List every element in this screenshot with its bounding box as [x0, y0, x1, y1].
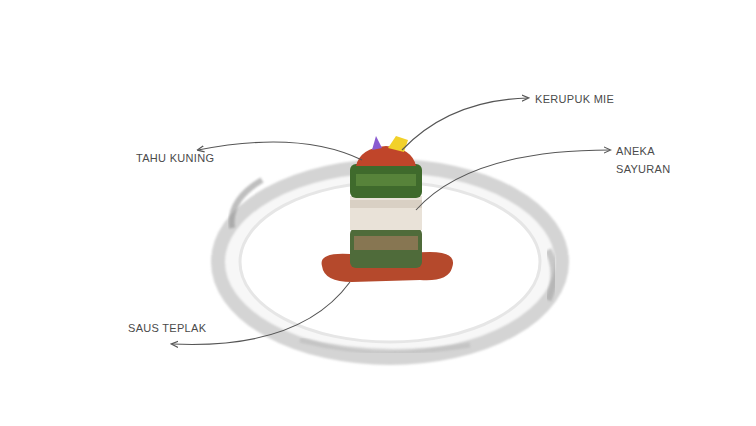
- cracker: [388, 136, 408, 152]
- plate-shadow: [548, 250, 554, 300]
- plate-well: [240, 182, 540, 342]
- flower: [372, 136, 382, 150]
- vegetable-layer: [350, 228, 422, 268]
- leader-line: [416, 150, 610, 210]
- callout-label: SAUS TEPLAK: [128, 320, 238, 338]
- leader-line: [172, 282, 350, 344]
- plate-shadow: [232, 180, 262, 228]
- plate-shadow: [300, 340, 470, 351]
- vegetable-layer: [350, 164, 422, 198]
- leader-lines: [172, 98, 610, 344]
- callout-label: ANEKA SAYURAN: [616, 143, 678, 178]
- callout-label: TAHU KUNING: [136, 150, 246, 168]
- sauce-top: [356, 146, 416, 166]
- vegetable-layer: [356, 174, 416, 186]
- tofu-layer: [350, 196, 422, 230]
- tofu-layer: [350, 200, 422, 208]
- food-stack: [350, 136, 422, 268]
- callout-label: KERUPUK MIE: [535, 91, 655, 109]
- leader-line: [198, 142, 362, 160]
- vegetable-layer: [354, 236, 418, 250]
- leader-line: [402, 98, 528, 150]
